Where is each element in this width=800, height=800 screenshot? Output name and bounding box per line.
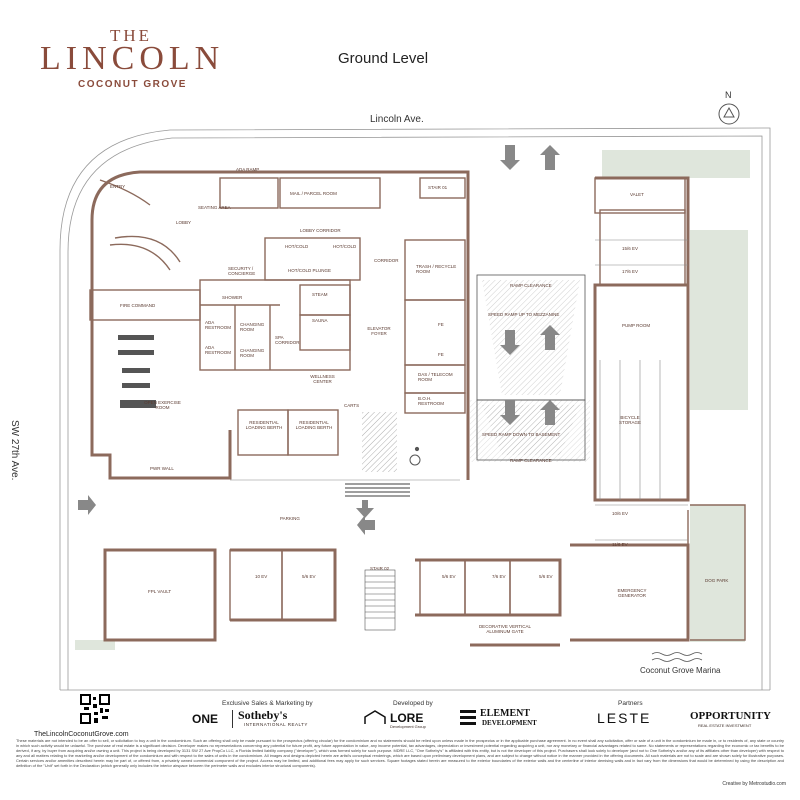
room-dog-park: DOG PARK bbox=[705, 578, 729, 583]
street-north-label: Lincoln Ave. bbox=[370, 114, 424, 125]
accessibility-icon bbox=[409, 446, 421, 466]
room-hot-cold-2: HOT/COLD bbox=[333, 244, 357, 249]
traffic-arrows bbox=[78, 145, 560, 535]
website-link[interactable]: TheLincolnCoconutGrove.com bbox=[34, 731, 129, 738]
ramps bbox=[362, 274, 590, 472]
room-emergency-generator: EMERGENCY GENERATOR bbox=[617, 588, 647, 598]
qr-code-icon bbox=[80, 694, 110, 724]
fe-label-1: FE bbox=[438, 322, 444, 327]
parking-lines bbox=[230, 239, 688, 541]
one-logo: ONE bbox=[192, 712, 219, 726]
room-stair-02: STAIR 02 bbox=[370, 566, 390, 571]
fe-label-2: FE bbox=[438, 352, 444, 357]
leste-logo: LESTE bbox=[597, 710, 652, 726]
ev-label-3: 10/6 EV bbox=[612, 511, 629, 516]
brand-logo: LINCOLN bbox=[40, 40, 225, 77]
room-pump-room: PUMP ROOM bbox=[622, 323, 651, 328]
room-steam: STEAM bbox=[312, 292, 328, 297]
opportunity-sub: REAL ESTATE INVESTMENT bbox=[698, 723, 752, 728]
room-fire-command: FIRE COMMAND bbox=[120, 303, 156, 308]
gym-equipment bbox=[118, 335, 156, 408]
ramp-clearance-2: RAMP CLEARANCE bbox=[510, 458, 552, 463]
room-residential-loading-1: RESIDENTIAL LOADING BERTH bbox=[245, 420, 283, 430]
ev-label-2: 17/6 EV bbox=[622, 269, 639, 274]
partners-label: Partners bbox=[618, 700, 643, 707]
room-changing-1: CHANGING ROOM bbox=[240, 322, 265, 332]
sothebys-logo: Sotheby's bbox=[238, 708, 288, 722]
room-valet: VALET bbox=[630, 192, 644, 197]
room-wellness-center: WELLNESS CENTER bbox=[310, 374, 335, 384]
room-ada-restroom-2: ADA RESTROOM bbox=[205, 345, 232, 355]
site-outline bbox=[59, 127, 771, 691]
lore-logo: LORE bbox=[390, 711, 424, 725]
room-stair-01: STAIR 01 bbox=[428, 185, 448, 190]
lore-house-icon bbox=[364, 710, 386, 724]
room-hot-cold-1: HOT/COLD bbox=[285, 244, 309, 249]
marina-label: Coconut Grove Marina bbox=[640, 666, 721, 675]
ev-label-5: 10 EV bbox=[255, 574, 268, 579]
room-bicycle-storage: BICYCLE STORAGE bbox=[619, 415, 641, 425]
room-residential-loading-2: RESIDENTIAL LOADING BERTH bbox=[295, 420, 333, 430]
crosswalk bbox=[345, 483, 410, 497]
ramp-clearance-1: RAMP CLEARANCE bbox=[510, 283, 552, 288]
room-aluminum-gate: DECORATIVE VERTICAL ALUMINUM GATE bbox=[478, 624, 532, 634]
brand-subtitle: COCONUT GROVE bbox=[78, 79, 187, 90]
room-security: SECURITY / CONCIERGE bbox=[228, 266, 256, 276]
north-arrow-icon bbox=[718, 103, 740, 125]
interior-walls bbox=[89, 177, 746, 641]
credit-line: Creative by Metrostudio.com bbox=[722, 781, 786, 787]
ev-label-6: 5/6 EV bbox=[302, 574, 316, 579]
landscape bbox=[75, 150, 750, 650]
room-ada-restroom-1: ADA RESTROOM bbox=[205, 320, 232, 330]
ramp-up-label: SPEED RAMP UP TO MEZZANINE bbox=[488, 312, 560, 317]
element-logo: ELEMENT bbox=[480, 708, 531, 719]
ev-label-8: 7/6 EV bbox=[492, 574, 506, 579]
room-lobby: LOBBY bbox=[176, 220, 192, 225]
brand-the: THE bbox=[110, 26, 153, 45]
legal-disclaimer: These materials are not intended to be a… bbox=[16, 738, 784, 768]
room-corridor: CORRIDOR bbox=[374, 258, 399, 263]
element-logo-icon bbox=[460, 710, 476, 725]
room-hot-cold-plunge: HOT/COLD PLUNGE bbox=[288, 268, 332, 273]
ev-label-4: 11/6 EV bbox=[612, 542, 628, 547]
sales-label: Exclusive Sales & Marketing by bbox=[222, 700, 313, 707]
room-lobby-corridor: LOBBY CORRIDOR bbox=[300, 228, 341, 233]
opportunity-logo: OPPORTUNITY bbox=[690, 710, 771, 722]
ev-label-9: 5/6 EV bbox=[539, 574, 553, 579]
room-boh-restroom: B.O.H. RESTROOM bbox=[418, 396, 445, 406]
lore-sub: Development Group bbox=[390, 724, 426, 729]
ev-label-7: 5/6 EV bbox=[442, 574, 456, 579]
sothebys-sub: INTERNATIONAL REALTY bbox=[244, 722, 308, 727]
room-fpl-vault: FPL VAULT bbox=[148, 589, 172, 594]
room-changing-2: CHANGING ROOM bbox=[240, 348, 265, 358]
room-mail-parcel: MAIL / PARCEL ROOM bbox=[290, 191, 337, 196]
element-sub: DEVELOPMENT bbox=[482, 719, 537, 727]
room-spa-corridor: SPA CORRIDOR bbox=[275, 335, 300, 345]
water-waves-icon bbox=[651, 652, 703, 662]
ev-label-1: 15/6 EV bbox=[622, 246, 639, 251]
room-entry: ENTRY bbox=[110, 184, 126, 189]
room-ada-ramp: ADA RAMP bbox=[236, 167, 260, 172]
room-das-telecom: DAS / TELECOM ROOM bbox=[418, 372, 453, 382]
room-parking: PARKING bbox=[280, 516, 300, 521]
ramp-down-label: SPEED RAMP DOWN TO BASEMENT bbox=[482, 432, 561, 437]
stair-02 bbox=[364, 569, 396, 631]
room-sauna: SAUNA bbox=[312, 318, 328, 323]
pwr-wall-label: PWR WALL bbox=[150, 466, 174, 471]
room-carts: CARTS bbox=[344, 403, 360, 408]
developer-label: Developed by bbox=[393, 700, 433, 707]
room-shower: SHOWER bbox=[222, 295, 243, 300]
room-elevator-foyer: ELEVATOR FOYER bbox=[367, 326, 391, 336]
room-open-exercise: OPEN EXERCISE ROOM bbox=[144, 400, 181, 410]
north-label: N bbox=[725, 90, 732, 100]
room-trash: TRASH / RECYCLE ROOM bbox=[416, 264, 457, 274]
page-title: Ground Level bbox=[338, 50, 429, 67]
room-seating-area: SEATING AREA bbox=[198, 205, 231, 210]
logo-divider bbox=[232, 710, 233, 728]
